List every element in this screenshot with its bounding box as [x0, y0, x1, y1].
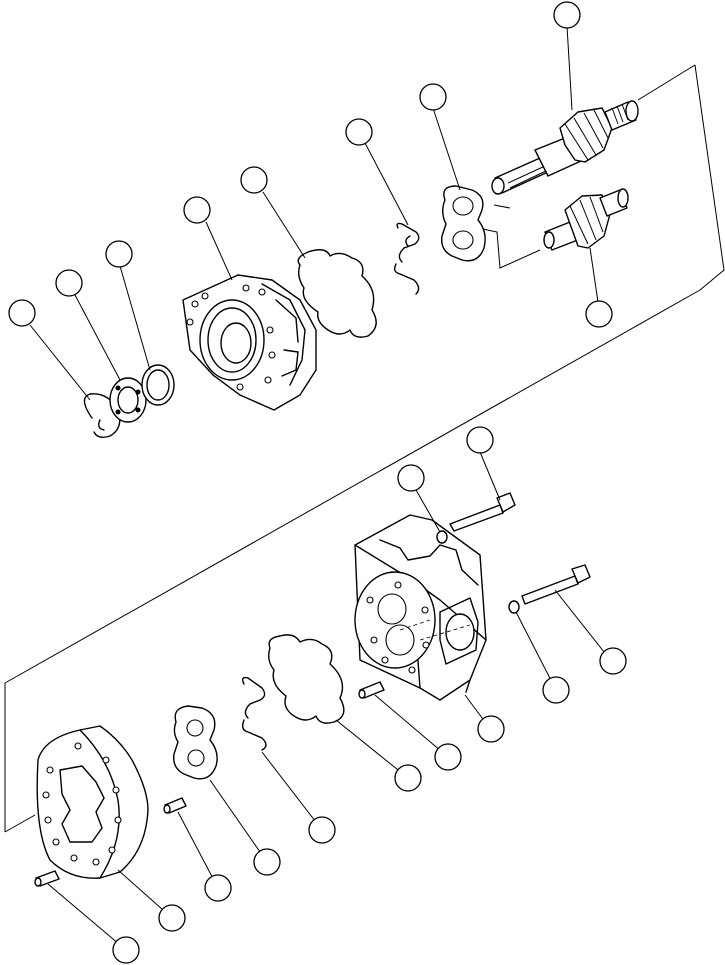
- callout-balloon: [434, 743, 462, 771]
- dowel-pin-end: [34, 870, 60, 887]
- bearing: [109, 377, 147, 423]
- gear-housing: [36, 725, 149, 879]
- drive-shaft-gear: [491, 100, 639, 195]
- callout-balloon: [240, 166, 268, 194]
- callout-balloon: [308, 816, 336, 844]
- callout-balloon: [477, 715, 505, 743]
- callout-balloon: [105, 240, 133, 268]
- callout-balloon: [466, 426, 494, 454]
- wear-plate-lower: [173, 705, 218, 780]
- dowel-pin-body: [358, 681, 385, 699]
- callout-balloon: [183, 196, 211, 224]
- callout-balloon: [253, 848, 281, 876]
- callout-balloons: [8, 1, 627, 964]
- callout-balloon: [397, 464, 425, 492]
- wear-plate-upper: [441, 185, 486, 262]
- driven-gear: [543, 188, 629, 251]
- pump-body: [354, 514, 487, 701]
- gasket-lower: [267, 634, 345, 724]
- callout-balloon: [394, 764, 422, 792]
- seal-lower: [241, 676, 267, 751]
- assembly-envelope: [4, 64, 725, 833]
- flange-housing: [182, 274, 317, 411]
- seal-upper: [393, 222, 420, 295]
- callout-balloon: [158, 904, 186, 932]
- callout-balloon: [112, 936, 140, 964]
- washer: [141, 364, 175, 406]
- bolt-lower: [521, 564, 591, 605]
- washer-lower: [508, 600, 520, 614]
- callout-balloon: [345, 118, 373, 146]
- bolt-upper: [449, 492, 516, 532]
- callout-balloon: [204, 874, 232, 902]
- callout-balloon: [599, 647, 627, 675]
- leader-lines: [29, 25, 613, 951]
- gasket-upper: [297, 249, 377, 338]
- callout-balloon: [8, 299, 36, 327]
- callout-balloon: [585, 300, 613, 328]
- callout-balloon: [55, 269, 83, 297]
- callout-balloon: [542, 676, 570, 704]
- callout-balloon: [419, 83, 447, 111]
- washer-upper: [436, 530, 448, 544]
- dowel-pin-mid: [163, 797, 187, 814]
- callout-balloon: [553, 1, 581, 29]
